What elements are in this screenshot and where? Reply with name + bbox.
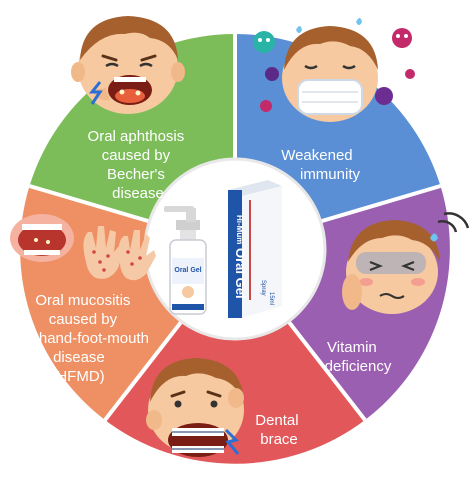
label-oral-mucositis: Oral mucositis caused by hand-foot-mouth… — [35, 292, 153, 385]
box-name: Oral Gel — [233, 248, 248, 299]
label-vitamin-deficiency: Vitamin deficiency — [325, 339, 392, 375]
hand-spots-icon — [83, 226, 156, 281]
label-weakened-immunity: Weakened immunity — [281, 147, 360, 183]
box-brand: Hi-Mum — [235, 215, 244, 244]
bottle-label: Oral Gel — [174, 267, 201, 274]
face-mask-icon — [297, 79, 363, 115]
boy-vitamin-illustration — [342, 212, 470, 314]
box-volume: 15ml — [268, 292, 274, 305]
product-box: Hi-Mum Oral Gel Spray 15ml — [228, 180, 282, 318]
boy-immunity-illustration — [253, 18, 415, 122]
germ-icon — [253, 28, 415, 112]
sweat-drop-icon — [296, 26, 302, 33]
boy-brace-illustration — [146, 358, 244, 457]
label-oral-aphthosis: Oral aphthosis caused by Becher's diseas… — [88, 128, 189, 202]
product-bottle: Oral Gel — [164, 206, 207, 315]
boy-aphthosis-illustration — [71, 16, 185, 114]
lightning-icon — [88, 81, 103, 105]
label-dental-brace: Dental brace — [255, 412, 303, 448]
product-box-side — [228, 190, 242, 318]
box-note: Spray — [260, 280, 266, 296]
hfmd-illustration — [10, 214, 156, 281]
product-illustration: Hi-Mum Oral Gel Spray 15ml Oral Gel — [164, 180, 282, 318]
